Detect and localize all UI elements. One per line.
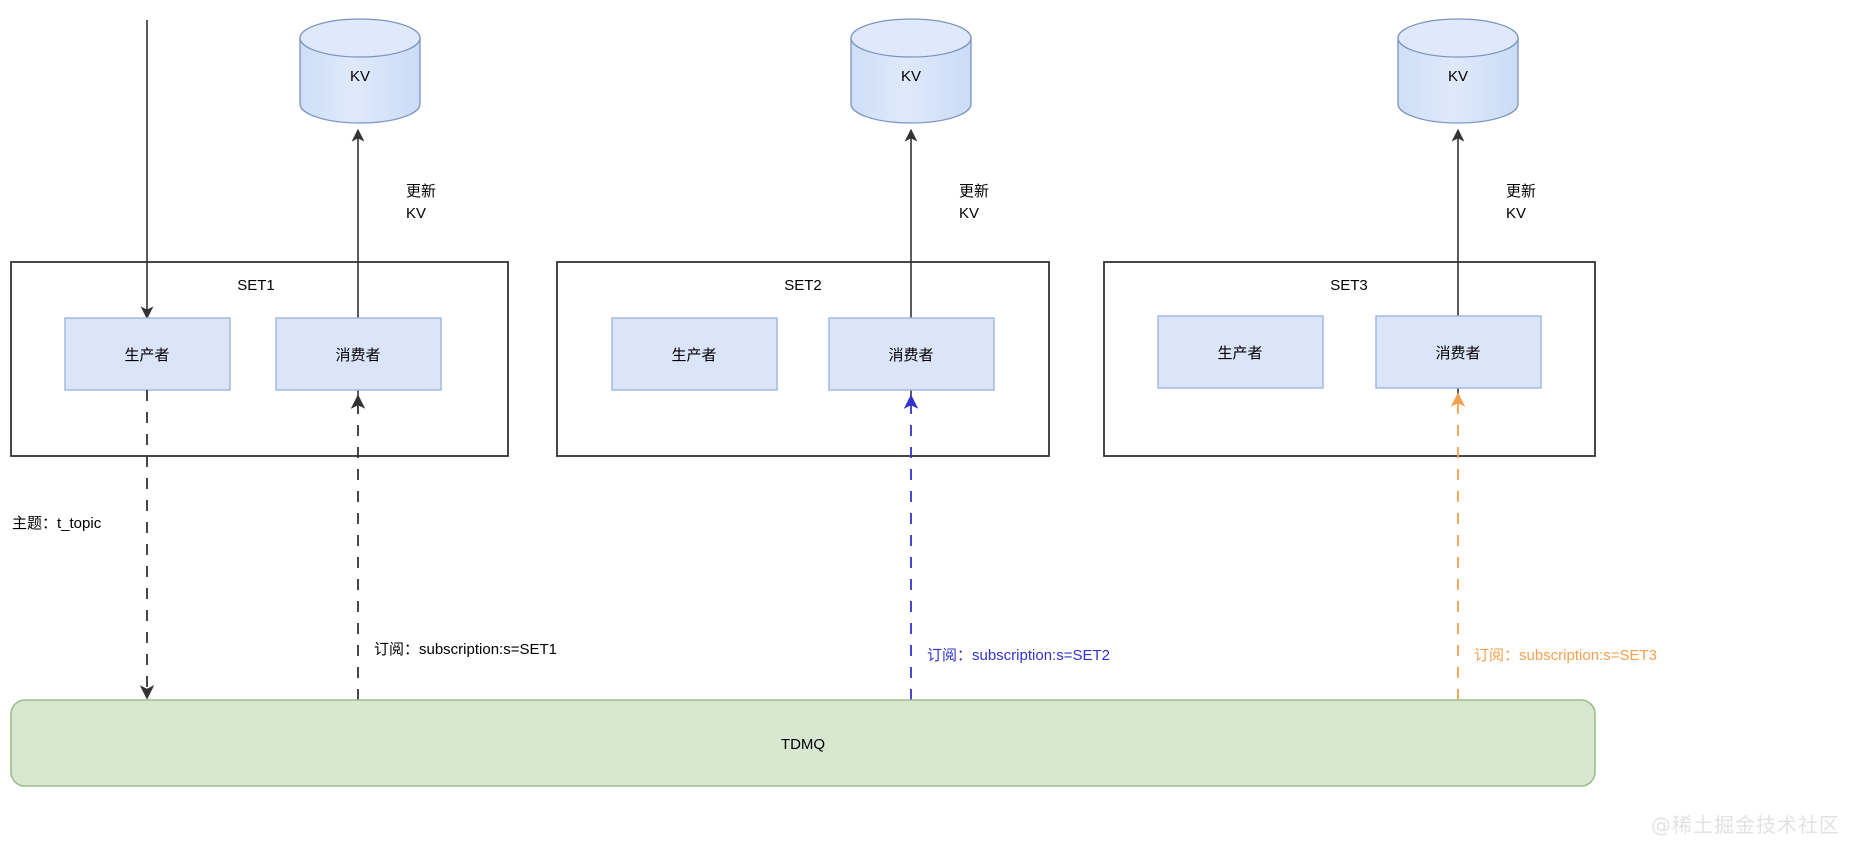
update-kv-label-set1-line2: KV (406, 205, 426, 222)
set2-group: KV 更新 KV SET2 生产者 消费者 订阅：subscription:s=… (556, 18, 1110, 700)
kv-cylinder-top-set1 (299, 18, 421, 58)
set-boundary-set2 (556, 261, 1050, 457)
subscription-label-set3: 订阅：subscription:s=SET3 (1474, 647, 1657, 664)
tdmq-broker[interactable]: TDMQ (10, 699, 1596, 787)
set3-group: KV 更新 KV SET3 生产者 消费者 订阅：subscription:s=… (1103, 18, 1657, 700)
update-kv-label-set1-line1: 更新 (406, 183, 436, 200)
set-name-set3: SET3 (1330, 277, 1368, 294)
kv-label-set3: KV (1448, 68, 1468, 85)
kv-store-set1: KV (299, 18, 421, 124)
watermark: @稀土掘金技术社区 (1651, 813, 1840, 837)
kv-store-set3: KV (1397, 18, 1519, 124)
subscription-label-set2: 订阅：subscription:s=SET2 (927, 647, 1110, 664)
set-boundary-set1 (10, 261, 509, 457)
tdmq-bar[interactable] (10, 699, 1596, 787)
set-boundary-set3 (1103, 261, 1596, 457)
update-kv-label-set2-line2: KV (959, 205, 979, 222)
tdmq-label: TDMQ (781, 736, 825, 753)
update-kv-label-set3-line1: 更新 (1506, 183, 1536, 200)
consumer-box-set1[interactable] (275, 317, 442, 391)
kv-label-set1: KV (350, 68, 370, 85)
topic-label: 主题：t_topic (12, 515, 102, 532)
consumer-label-set3: 消费者 (1435, 345, 1480, 362)
producer-label-set2: 生产者 (671, 347, 716, 364)
subscription-label-set1: 订阅：subscription:s=SET1 (374, 641, 557, 658)
producer-box-set3[interactable] (1157, 315, 1324, 389)
producer-label-set1: 生产者 (124, 347, 169, 364)
kv-label-set2: KV (901, 68, 921, 85)
kv-cylinder-top-set3 (1397, 18, 1519, 58)
set1-group: KV 更新 KV SET1 生产者 消费者 主题：t_topic 订阅：subs… (10, 18, 557, 700)
update-kv-label-set3-line2: KV (1506, 205, 1526, 222)
producer-label-set3: 生产者 (1217, 345, 1262, 362)
kv-cylinder-top-set2 (850, 18, 972, 58)
set-name-set2: SET2 (784, 277, 822, 294)
consumer-label-set1: 消费者 (335, 347, 380, 364)
consumer-label-set2: 消费者 (888, 347, 933, 364)
kv-cylinder-body-set3 (1397, 37, 1519, 124)
kv-cylinder-body-set1 (299, 37, 421, 124)
producer-box-set2[interactable] (611, 317, 778, 391)
kv-cylinder-body-set2 (850, 37, 972, 124)
consumer-box-set2[interactable] (828, 317, 995, 391)
kv-store-set2: KV (850, 18, 972, 124)
consumer-box-set3[interactable] (1375, 315, 1542, 389)
set-name-set1: SET1 (237, 277, 275, 294)
update-kv-label-set2-line1: 更新 (959, 183, 989, 200)
